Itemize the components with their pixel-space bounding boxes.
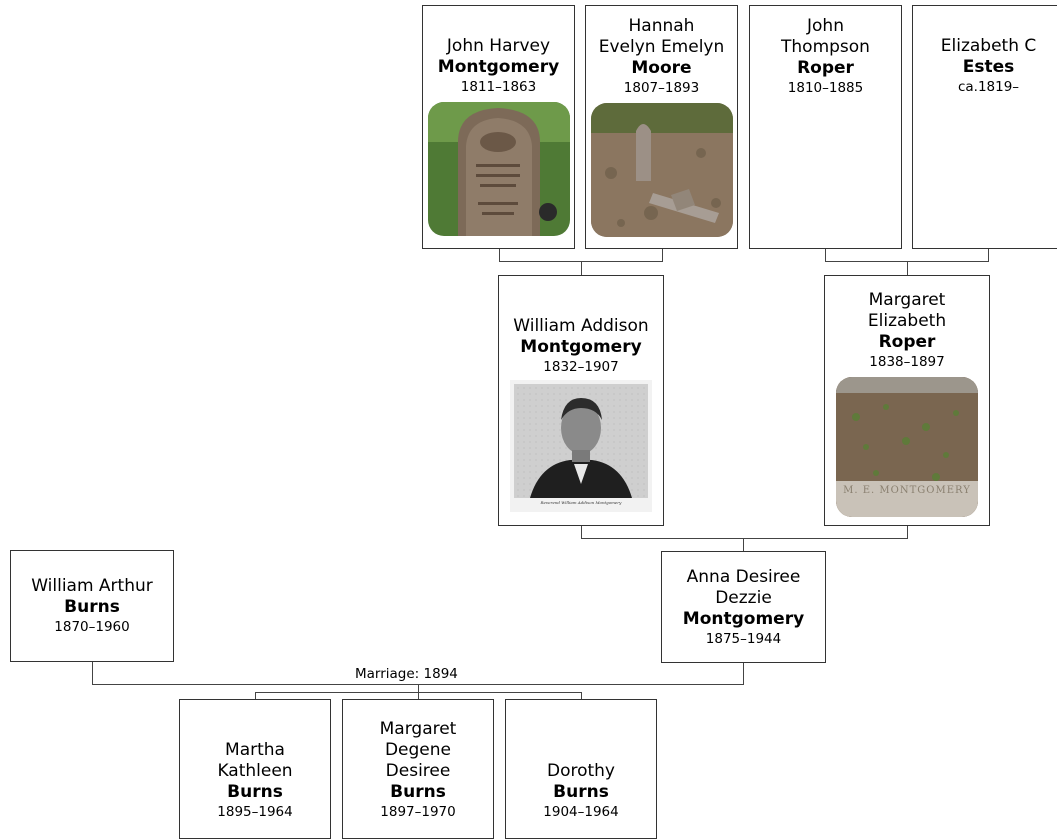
life-dates: 1904–1964 (543, 804, 619, 820)
person-card-elizabeth-estes[interactable]: Elizabeth C Estes ca.1819– (912, 5, 1057, 249)
given-name: Dorothy (546, 761, 615, 781)
life-dates: 1832–1907 (543, 359, 619, 375)
marriage-label: Marriage: 1894 (352, 666, 461, 682)
given-name-line-1: Martha (225, 740, 285, 760)
connector (581, 538, 908, 539)
connector (988, 249, 989, 261)
given-name: John Harvey (446, 36, 551, 56)
surname: Roper (797, 58, 854, 78)
person-card-william-addison-montgomery[interactable]: William Addison Montgomery 1832–1907 Rev… (498, 275, 664, 526)
person-card-william-arthur-burns[interactable]: William Arthur Burns 1870–1960 (10, 550, 174, 662)
person-card-hannah-moore[interactable]: Hannah Evelyn Emelyn Moore 1807–1893 (585, 5, 738, 249)
connector (907, 526, 908, 538)
given-name: William Addison (513, 316, 649, 336)
surname: Moore (631, 58, 692, 78)
gravestone-photo (427, 102, 570, 236)
surname: Burns (64, 597, 120, 617)
person-card-dorothy-burns[interactable]: Dorothy Burns 1904–1964 (505, 699, 657, 839)
gravestone-photo (590, 103, 733, 237)
life-dates: 1870–1960 (54, 619, 130, 635)
connector (743, 538, 744, 551)
surname: Montgomery (682, 608, 805, 629)
connector (581, 692, 582, 700)
life-dates: 1897–1970 (380, 804, 456, 820)
connector (907, 261, 908, 275)
person-card-margaret-degene-burns[interactable]: Margaret Degene Desiree Burns 1897–1970 (342, 699, 494, 839)
connector (581, 261, 582, 275)
surname: Roper (878, 332, 936, 352)
given-name-line-1: Margaret (379, 719, 457, 739)
life-dates: 1838–1897 (869, 354, 945, 370)
person-card-margaret-elizabeth-roper[interactable]: Margaret Elizabeth Roper 1838–1897 M. E.… (824, 275, 990, 526)
surname: Montgomery (437, 57, 560, 77)
surname: Burns (227, 782, 283, 802)
given-name-line-1: Margaret (868, 290, 946, 310)
connector (418, 692, 419, 700)
surname: Burns (553, 782, 609, 802)
given-name-line-2: Elizabeth (867, 311, 947, 331)
given-name-line-2: Thompson (781, 37, 870, 57)
person-card-john-thompson-roper[interactable]: John Thompson Roper 1810–1885 (749, 5, 902, 249)
life-dates: 1811–1863 (460, 79, 537, 95)
connector (581, 526, 582, 538)
given-name-line-2: Evelyn Emelyn (598, 37, 725, 57)
person-card-anna-desiree-montgomery[interactable]: Anna Desiree Dezzie Montgomery 1875–1944 (661, 551, 826, 663)
connector (825, 249, 826, 261)
life-dates: 1875–1944 (705, 630, 782, 647)
person-card-john-harvey-montgomery[interactable]: John Harvey Montgomery 1811–1863 (422, 5, 575, 249)
photo-caption: Reverend William Addison Montgomery (540, 500, 622, 505)
gravestone-inscription: M. E. MONTGOMERY (843, 485, 971, 496)
given-name-line-1: Hannah (628, 16, 695, 36)
connector (662, 249, 663, 261)
given-name-line-2: Degene (384, 740, 452, 760)
connector (92, 662, 93, 684)
life-dates: 1810–1885 (787, 80, 864, 96)
given-name-line-3: Desiree (385, 761, 451, 781)
surname: Montgomery (520, 337, 642, 357)
connector (255, 692, 256, 700)
connector (418, 684, 419, 692)
gravestone-photo: M. E. MONTGOMERY (836, 377, 978, 517)
person-card-martha-burns[interactable]: Martha Kathleen Burns 1895–1964 (179, 699, 331, 839)
connector (499, 249, 500, 261)
given-name-line-1: Anna Desiree (686, 566, 801, 587)
life-dates: 1895–1964 (217, 804, 293, 820)
life-dates: ca.1819– (957, 79, 1020, 95)
life-dates: 1807–1893 (623, 80, 700, 96)
given-name-line-2: Dezzie (715, 587, 772, 608)
surname: Burns (390, 782, 446, 802)
given-name-line-1: John (807, 16, 844, 36)
given-name: William Arthur (31, 576, 153, 596)
given-name-line-2: Kathleen (217, 761, 293, 781)
surname: Estes (962, 57, 1015, 77)
given-name: Elizabeth C (940, 36, 1037, 56)
portrait-photo (510, 380, 652, 512)
connector (743, 663, 744, 684)
